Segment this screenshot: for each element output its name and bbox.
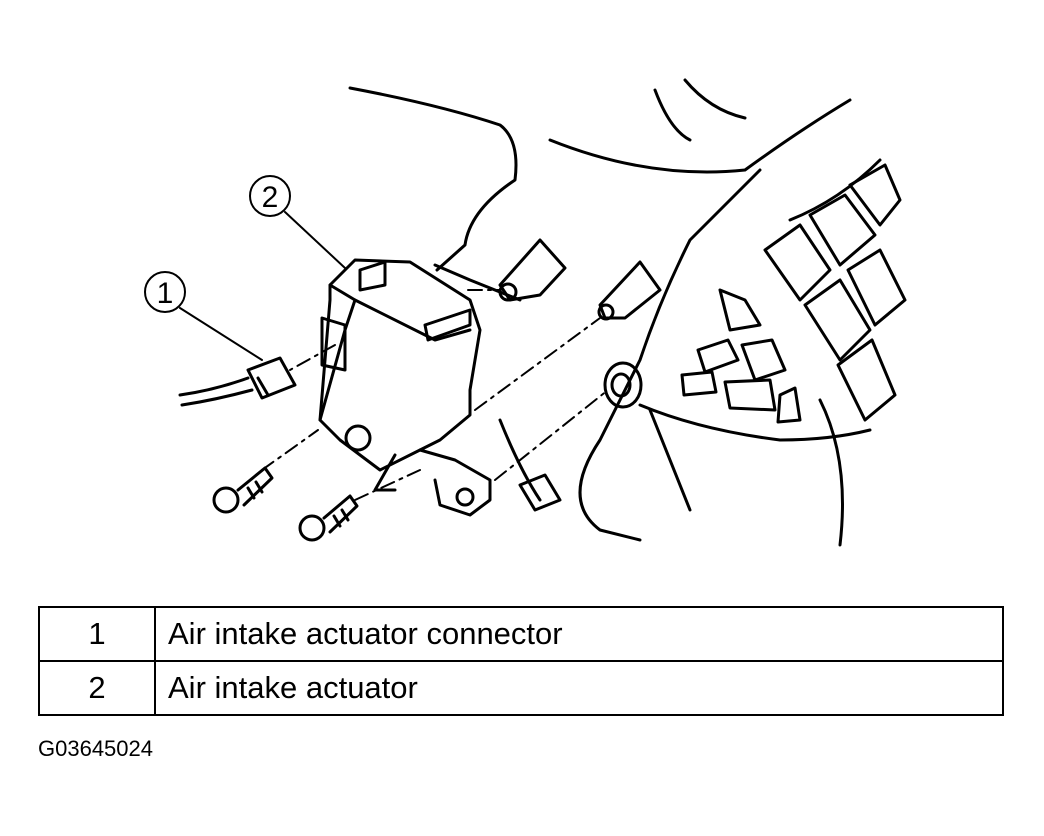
legend-row: 2 Air intake actuator xyxy=(38,660,1004,716)
legend-description: Air intake actuator connector xyxy=(154,606,1004,662)
screw-right xyxy=(298,494,359,542)
legend-row: 1 Air intake actuator connector xyxy=(38,606,1004,662)
legend-number: 1 xyxy=(38,606,156,662)
actuator-connector xyxy=(178,356,297,407)
mounting-boss xyxy=(603,361,643,409)
callout-1-leader xyxy=(179,307,263,361)
legend-number: 2 xyxy=(38,660,156,716)
air-intake-actuator xyxy=(318,258,492,517)
legend-description: Air intake actuator xyxy=(154,660,1004,716)
mounting-pin-left xyxy=(498,238,567,302)
screw-left xyxy=(212,466,274,514)
callout-1-circle xyxy=(144,271,186,313)
legend-table: 1 Air intake actuator connector 2 Air in… xyxy=(38,606,1004,716)
figure-id: G03645024 xyxy=(38,736,153,761)
callout-1-number: 1 xyxy=(157,277,174,310)
actuator-diagram: 1 2 xyxy=(144,78,907,547)
alignment-lines xyxy=(261,289,609,501)
callout-2-leader xyxy=(284,211,346,269)
callout-2-number: 2 xyxy=(262,181,279,214)
callout-2-circle xyxy=(249,175,291,217)
heater-housing xyxy=(348,78,907,547)
mounting-pin-right xyxy=(597,260,662,321)
